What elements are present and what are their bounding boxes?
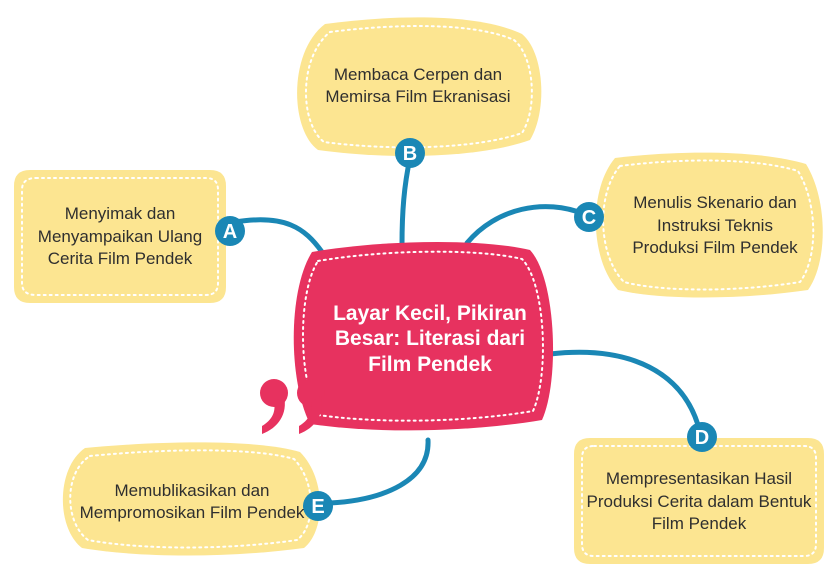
node-box-d [574,438,824,564]
badge-letter-a: A [223,221,237,243]
connector-b [399,155,413,248]
node-text-d: Mempresentasikan Hasil Produksi Cerita d… [586,469,812,534]
badge-letter-c: C [582,207,596,229]
badge-letter-e: E [311,496,324,518]
badge-e: E [303,491,333,521]
badge-letter-b: B [403,143,417,165]
center-title: Layar Kecil, Pikiran Besar: Literasi dar… [333,302,527,376]
connector-a [232,217,325,255]
connector-d [547,349,703,435]
badge-d: D [687,422,717,452]
node-box-b [297,17,542,156]
badge-a: A [215,216,245,246]
node-border-d [581,445,817,557]
badge-b: B [395,138,425,168]
node-border-c [602,159,815,291]
connector-e [327,437,431,506]
badge-letter-d: D [695,427,709,449]
node-border-e [69,449,312,549]
node-text-b: Membaca Cerpen dan Memirsa Film Ekranisa… [325,64,511,106]
node-box-e [62,442,321,556]
badge-c: C [574,202,604,232]
closing-quote-icon [260,379,325,434]
center-node-border [302,250,544,422]
node-text-e: Memublikasikan dan Mempromosikan Film Pe… [79,480,305,522]
connector-c [464,204,587,246]
node-text-c: Menulis Skenario dan Instruksi Teknis Pr… [632,193,798,258]
node-border-b [305,25,533,149]
node-box-c [595,152,823,298]
node-text-a: Menyimak dan Menyampaikan Ulang Cerita F… [37,204,203,269]
node-border-a [21,177,219,296]
node-box-a [14,170,226,303]
center-node-box [293,241,554,431]
